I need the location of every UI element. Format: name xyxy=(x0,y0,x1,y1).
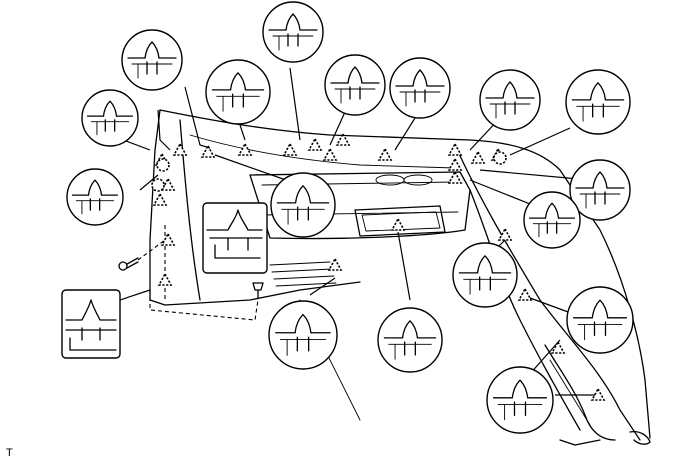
clip-marker-icon xyxy=(152,192,168,206)
clip-marker-icon xyxy=(157,272,173,286)
clip-icon xyxy=(229,72,247,91)
clip-detail-callout xyxy=(121,29,183,91)
mount-point-icon xyxy=(156,158,170,172)
clip-detail-callout xyxy=(377,307,443,373)
bolt-icon xyxy=(252,282,264,299)
mount-point-icon xyxy=(493,151,507,165)
detail-box-lower xyxy=(61,289,121,359)
mount-point-icon xyxy=(151,178,165,192)
clip-icon xyxy=(502,81,518,99)
clip-detail-callout xyxy=(566,286,634,354)
clip-icon xyxy=(294,185,312,204)
clip-marker-icon xyxy=(335,132,351,146)
clip-marker-icon xyxy=(550,340,566,354)
clip-detail-callout xyxy=(205,59,271,125)
clip-detail-callout xyxy=(389,57,451,119)
clip-icon xyxy=(87,179,103,196)
clip-icon xyxy=(511,379,529,399)
clip-marker-icon xyxy=(200,144,216,158)
clip-detail-callout xyxy=(479,69,541,131)
clip-detail-callout xyxy=(262,1,324,63)
figure-code-label: T xyxy=(6,447,13,459)
clip-marker-icon xyxy=(390,217,406,231)
clip-marker-icon xyxy=(470,150,486,164)
dashed-outline xyxy=(149,290,259,321)
clip-marker-icon xyxy=(497,227,513,241)
clip-detail-callout xyxy=(268,300,338,370)
clip-marker-icon xyxy=(447,142,463,156)
clip-detail-callout xyxy=(270,172,336,238)
clip-icon xyxy=(102,100,118,117)
clip-marker-icon xyxy=(237,142,253,156)
clip-detail-callout xyxy=(486,366,554,434)
clip-marker-icon xyxy=(160,232,176,246)
clip-icon xyxy=(476,255,494,274)
clip-icon xyxy=(401,320,419,339)
clip-detail-callout xyxy=(523,191,581,249)
clip-detail-callout xyxy=(81,89,139,147)
clip-marker-icon xyxy=(377,147,393,161)
clip-detail-callout xyxy=(66,168,124,226)
clip-icon xyxy=(144,41,160,59)
clip-detail-callout xyxy=(565,69,631,135)
clip-marker-icon xyxy=(282,142,298,156)
clip-detail-callout xyxy=(452,242,518,308)
clip-icon xyxy=(591,299,609,319)
detail-box-upper xyxy=(202,202,268,274)
clip-marker-icon xyxy=(447,157,463,171)
screw-icon xyxy=(118,239,166,271)
clip-marker-icon xyxy=(447,170,463,184)
clip-marker-icon xyxy=(307,137,323,151)
clip-icon xyxy=(544,202,560,219)
clip-icon xyxy=(412,69,428,87)
clip-icon xyxy=(285,13,301,31)
clip-icon xyxy=(592,171,608,189)
clip-icon xyxy=(589,82,607,101)
clip-marker-icon xyxy=(160,177,176,191)
clip-icon xyxy=(294,313,312,334)
clip-marker-icon xyxy=(172,142,188,156)
clip-detail-callout xyxy=(569,159,631,221)
clip-marker-icon xyxy=(322,147,338,161)
clip-marker-icon xyxy=(327,257,343,271)
clip-icon xyxy=(347,66,363,84)
clip-marker-icon xyxy=(517,287,533,301)
clip-detail-callout xyxy=(324,54,386,116)
